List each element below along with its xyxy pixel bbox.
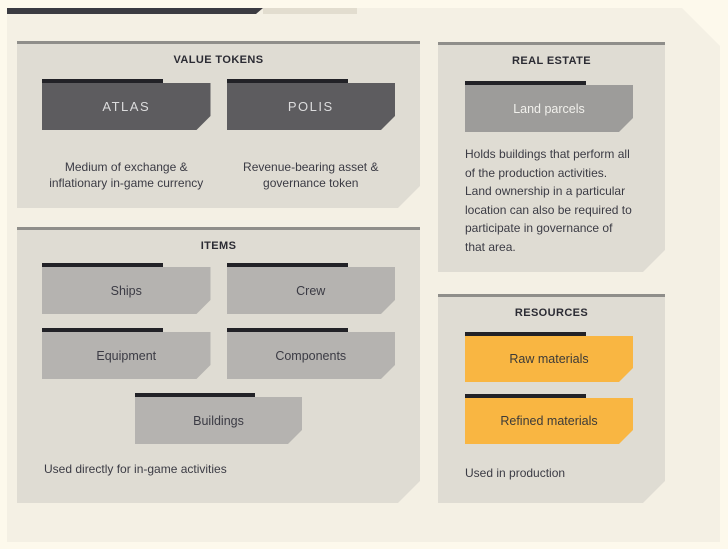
items-panel: ITEMS Ships Crew Equipment Components Bu… bbox=[17, 227, 420, 503]
buildings-card: Buildings bbox=[135, 393, 302, 444]
components-card: Components bbox=[227, 328, 396, 379]
real-estate-description: Holds buildings that perform all of the … bbox=[465, 147, 632, 254]
polis-token-description: Revenue-bearing asset & governance token bbox=[243, 160, 379, 190]
real-estate-panel: REAL ESTATE Land parcels Holds buildings… bbox=[438, 42, 665, 272]
card-top-bar bbox=[42, 328, 163, 332]
progress-bar-light-segment bbox=[263, 8, 357, 14]
real-estate-title: REAL ESTATE bbox=[512, 55, 591, 67]
ships-card-label: Ships bbox=[42, 267, 211, 314]
card-top-bar bbox=[42, 79, 163, 83]
land-parcels-card-label: Land parcels bbox=[465, 85, 633, 132]
card-top-bar bbox=[227, 263, 348, 267]
value-tokens-title: VALUE TOKENS bbox=[173, 54, 264, 66]
components-card-label: Components bbox=[227, 332, 396, 379]
resources-footer-note: Used in production bbox=[465, 466, 566, 480]
value-tokens-panel: VALUE TOKENS ATLAS POLIS Medium of excha… bbox=[17, 41, 420, 208]
atlas-token-description: Medium of exchange & inflationary in-gam… bbox=[49, 160, 204, 190]
items-footer-note: Used directly for in-game activities bbox=[44, 462, 227, 476]
buildings-card-label: Buildings bbox=[135, 397, 302, 444]
value-tokens-card-row: ATLAS POLIS Medium of exchange & inflati… bbox=[17, 79, 420, 191]
atlas-token-card: ATLAS bbox=[42, 79, 211, 130]
equipment-card: Equipment bbox=[42, 328, 211, 379]
items-title: ITEMS bbox=[200, 240, 237, 252]
polis-token-label: POLIS bbox=[227, 83, 396, 130]
card-top-bar bbox=[135, 393, 255, 397]
crew-card-label: Crew bbox=[227, 267, 396, 314]
refined-materials-card-label: Refined materials bbox=[465, 398, 633, 444]
card-top-bar bbox=[227, 79, 348, 83]
atlas-token-label: ATLAS bbox=[42, 83, 211, 130]
ships-card: Ships bbox=[42, 263, 211, 314]
card-top-bar bbox=[465, 81, 586, 85]
resources-panel: RESOURCES Raw materials Refined material… bbox=[438, 294, 665, 503]
items-card-grid: Ships Crew Equipment Components bbox=[17, 263, 420, 379]
equipment-card-label: Equipment bbox=[42, 332, 211, 379]
refined-materials-card: Refined materials bbox=[465, 394, 633, 444]
card-top-bar bbox=[465, 332, 586, 336]
card-top-bar bbox=[42, 263, 163, 267]
raw-materials-card-label: Raw materials bbox=[465, 336, 633, 382]
card-top-bar bbox=[465, 394, 586, 398]
land-parcels-card: Land parcels bbox=[465, 81, 633, 132]
progress-bar-dark-segment bbox=[7, 8, 263, 14]
raw-materials-card: Raw materials bbox=[465, 332, 633, 382]
resources-title: RESOURCES bbox=[514, 307, 589, 319]
crew-card: Crew bbox=[227, 263, 396, 314]
polis-token-card: POLIS bbox=[227, 79, 396, 130]
card-top-bar bbox=[227, 328, 348, 332]
